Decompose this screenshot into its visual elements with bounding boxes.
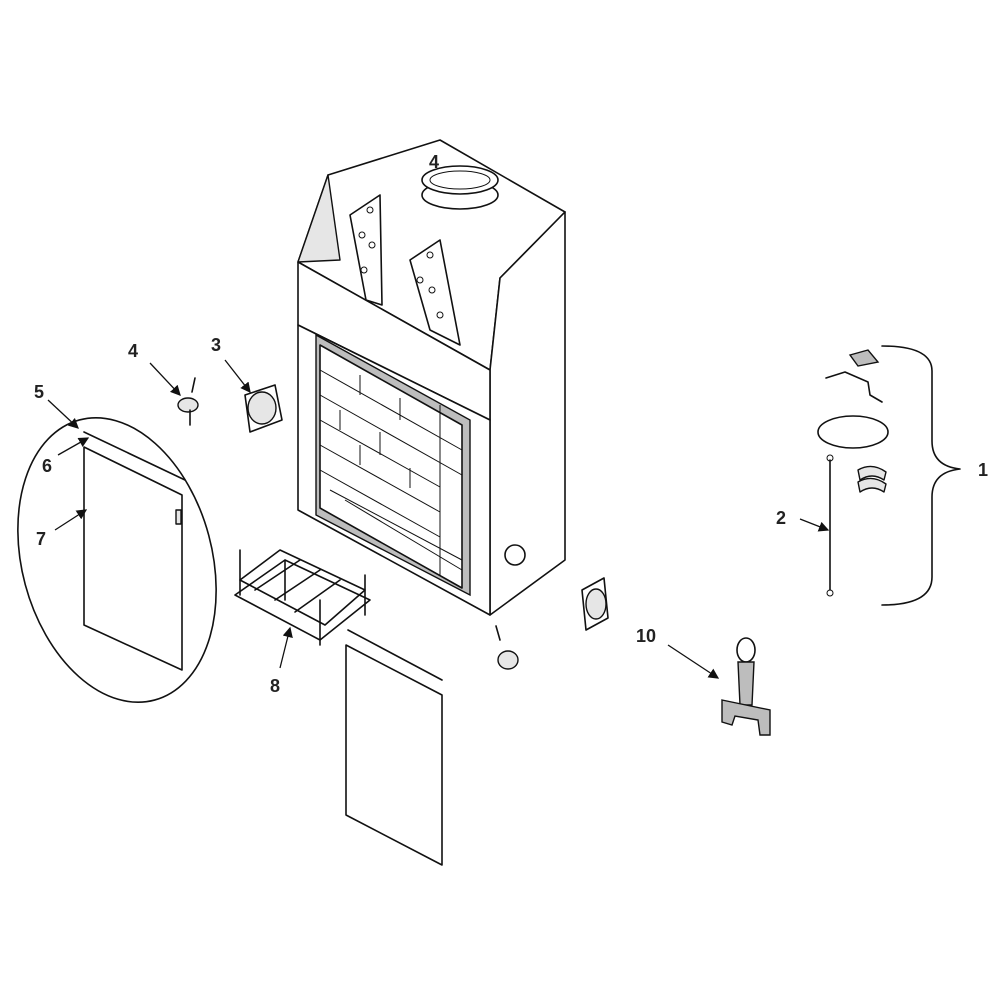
label-1: 1 xyxy=(978,460,988,480)
front-screen-panel xyxy=(345,629,443,866)
part-10-tool xyxy=(721,637,771,736)
label-6: 6 xyxy=(42,456,52,476)
part-collar-right xyxy=(581,577,609,631)
label-5: 5 xyxy=(34,382,44,402)
label-4-left: 4 xyxy=(128,341,138,361)
label-3: 3 xyxy=(211,335,221,355)
label-2: 2 xyxy=(776,508,786,528)
label-8: 8 xyxy=(270,676,280,696)
part-8-grate xyxy=(234,549,371,646)
label-10: 10 xyxy=(636,626,656,646)
part-2-rod xyxy=(826,454,834,597)
fireplace-unit xyxy=(297,139,566,616)
label-7: 7 xyxy=(36,529,46,549)
part-3-collar xyxy=(244,384,283,433)
part-5-7-screen-detail xyxy=(17,416,217,704)
part-1-damper-kit xyxy=(817,345,961,606)
part-4-damper-knob xyxy=(177,377,199,426)
part-4-bottom-knob xyxy=(495,625,519,670)
callout-arrows xyxy=(47,359,830,679)
label-4-top: 4 xyxy=(429,152,439,172)
